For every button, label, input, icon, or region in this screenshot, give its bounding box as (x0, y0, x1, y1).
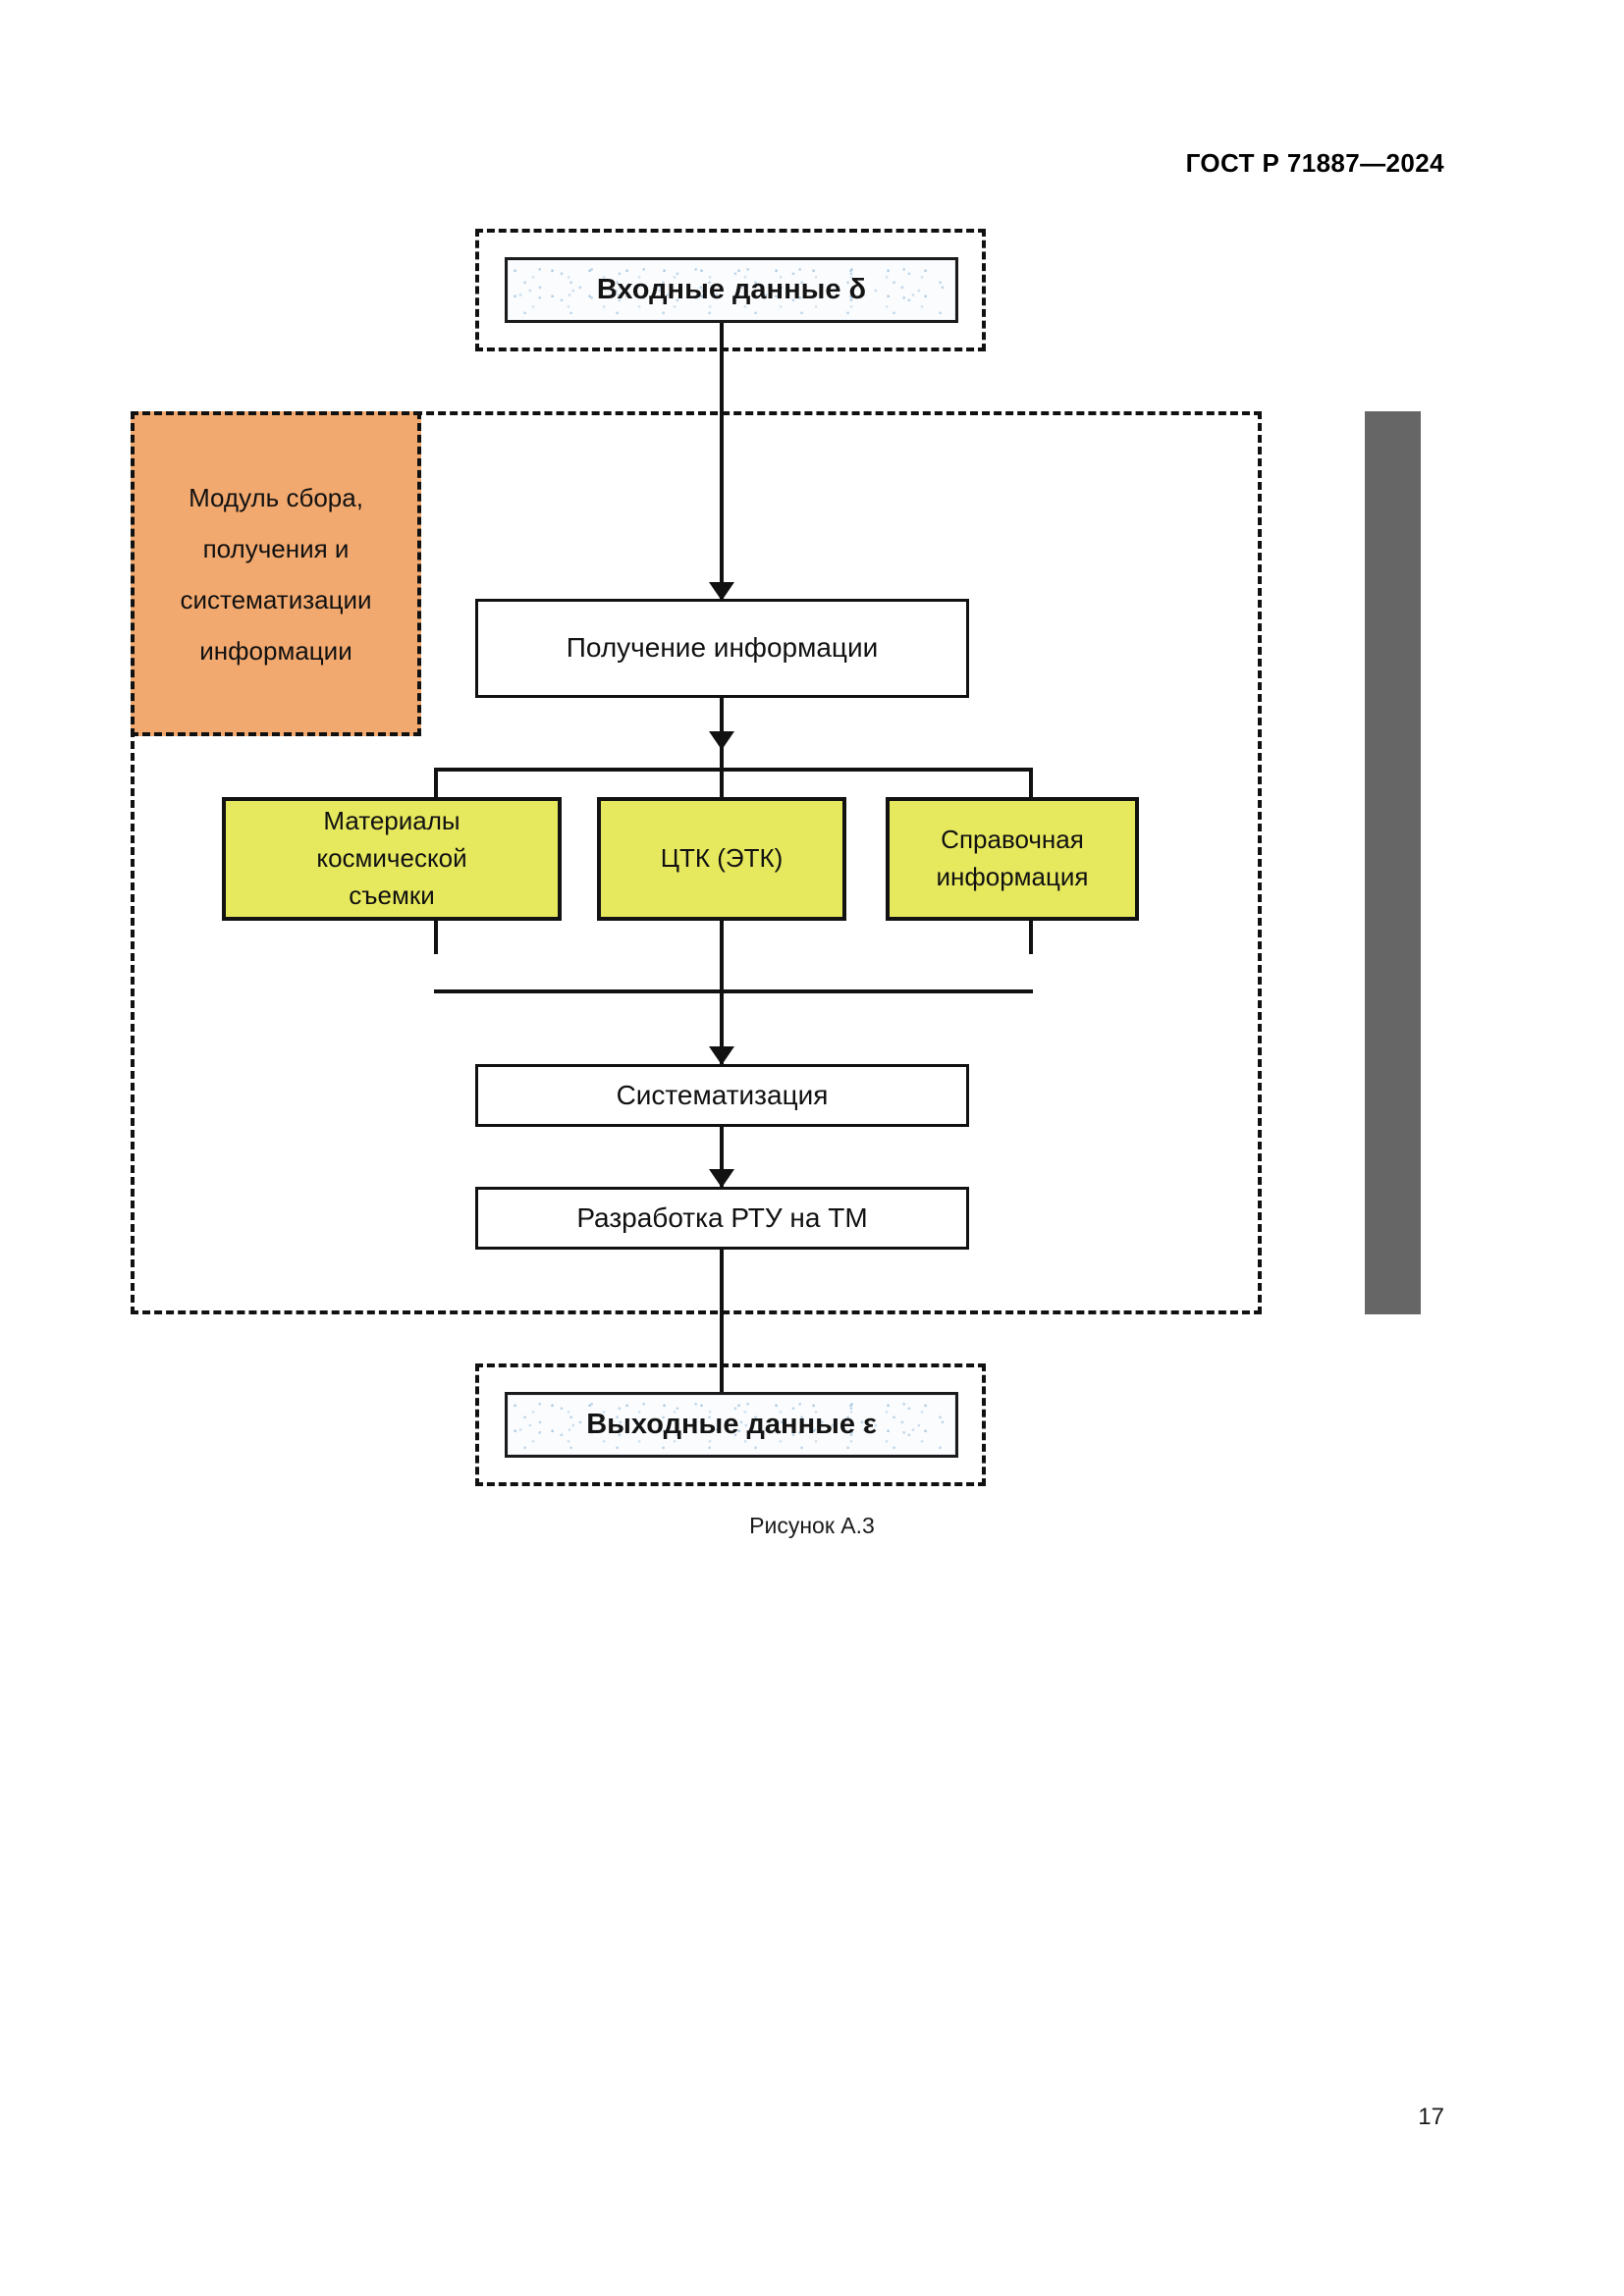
module-label-line-4: информации (199, 635, 352, 666)
module-label-line-1: Модуль сбора, (189, 482, 363, 512)
figure-a3-flowchart: Входные данные δ Модуль сбора, получения… (131, 229, 1421, 1486)
node-develop-rtu-tm-label: Разработка РТУ на ТМ (576, 1201, 868, 1233)
arrowhead-systematize-to-develop (709, 1169, 734, 1188)
node-develop-rtu-tm: Разработка РТУ на ТМ (475, 1187, 969, 1250)
module-label-line-2: получения и (202, 533, 350, 563)
node-input-data-label: Входные данные δ (596, 274, 867, 306)
source-3-line-2: информация (936, 862, 1089, 891)
source-1-line-3: съемки (349, 880, 435, 910)
connector-systematize-to-develop (720, 1127, 724, 1188)
figure-caption: Рисунок А.3 (749, 1513, 875, 1538)
page-number: 17 (1418, 2104, 1444, 2130)
node-source-reference-information: Справочная информация (886, 797, 1139, 921)
node-output-data: Выходные данные ε (505, 1392, 958, 1458)
connector-input-to-receive (720, 323, 724, 599)
connector-source-left-to-merge (434, 921, 438, 954)
source-3-line-1: Справочная (941, 825, 1084, 855)
merge-bar-bottom (434, 989, 1033, 993)
module-dashed-frame (131, 411, 1262, 1314)
split-bar-top (434, 768, 1033, 772)
input-dashed-frame (475, 229, 986, 351)
source-1-line-1: Материалы (323, 806, 460, 836)
node-receive-information-label: Получение информации (566, 632, 879, 664)
connector-split-to-source-left (434, 768, 438, 797)
node-module-collection: Модуль сбора, получения и систематизации… (131, 411, 421, 736)
node-systematization: Систематизация (475, 1064, 969, 1127)
connector-split-to-source-right (1029, 768, 1033, 797)
connector-develop-to-output (720, 1250, 724, 1424)
module-label-line-3: систематизации (180, 584, 372, 614)
output-dashed-frame (475, 1363, 986, 1486)
source-1-line-2: космической (316, 843, 467, 874)
connector-source-right-to-merge (1029, 921, 1033, 954)
document-standard-header: ГОСТ Р 71887—2024 (1185, 148, 1444, 178)
connector-merge-to-systematize (720, 921, 724, 1066)
arrowhead-merge-to-systematize (709, 1046, 734, 1065)
arrowhead-input-to-receive (709, 582, 734, 601)
node-systematization-label: Систематизация (616, 1079, 829, 1110)
node-source-satellite-imagery: Материалы космической съемки (222, 797, 562, 921)
right-margin-gray-bar (1365, 411, 1421, 1314)
node-input-data: Входные данные δ (505, 257, 958, 323)
node-source-ctk-etk: ЦТК (ЭТК) (597, 797, 846, 921)
source-2-line-1: ЦТК (ЭТК) (660, 843, 784, 874)
node-output-data-label: Выходные данные ε (586, 1409, 877, 1441)
arrowhead-receive-to-split (709, 731, 734, 750)
node-receive-information: Получение информации (475, 599, 969, 698)
